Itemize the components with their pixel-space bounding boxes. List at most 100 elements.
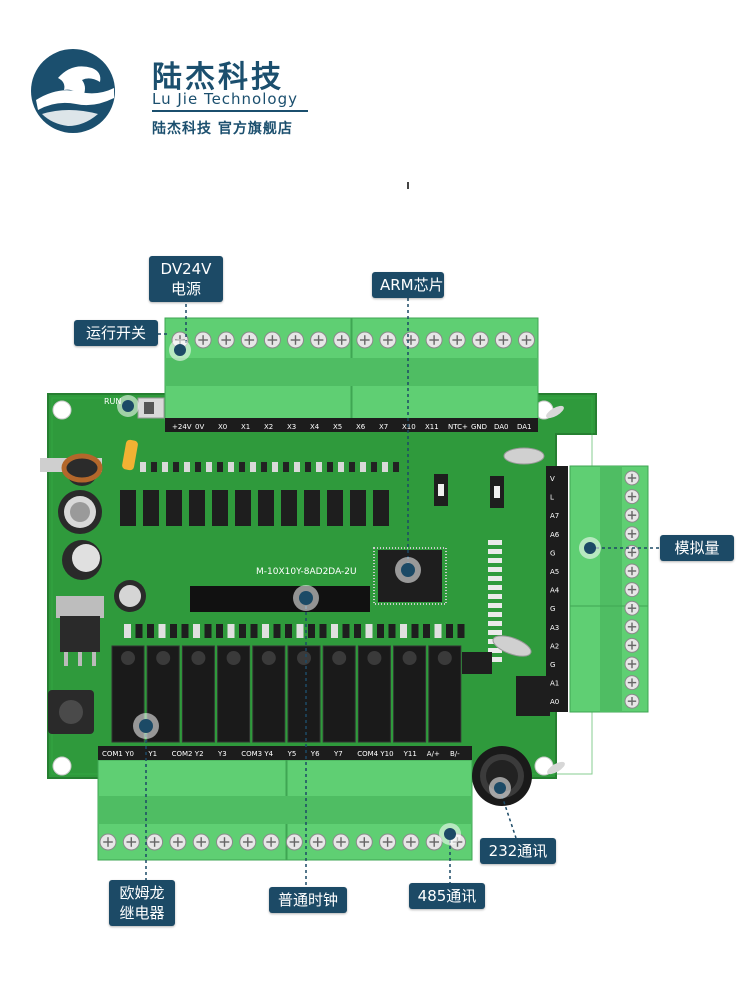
terminal-screw-icon [448,331,466,349]
smd-component [262,624,269,638]
smd-component [382,462,388,472]
terminal-screw-icon [624,619,640,635]
terminal-screw-icon [402,331,420,349]
terminal-label: Y1 [147,750,157,758]
smd-component [272,462,278,472]
optocoupler [120,490,136,526]
capacitor [62,540,102,580]
smd-component [434,624,442,638]
terminal-screw-icon [122,833,140,851]
terminal-label: A4 [550,587,560,595]
optocoupler [166,490,182,526]
smd-component [170,624,177,638]
optocoupler [258,490,274,526]
smd-component [227,624,235,638]
screw-icon [547,761,565,775]
horse-logo-icon [31,49,115,133]
smd-component [488,558,502,563]
callout-dots [117,339,601,845]
tiny-mark [407,182,409,189]
brand-name-en: Lu Jie Technology [152,90,298,108]
terminal-label: Y11 [403,750,417,758]
smd-component [140,462,146,472]
capacitor [114,580,146,612]
terminal-screw-icon [263,331,281,349]
terminal-screw-icon [425,331,443,349]
terminal-label: DA1 [517,423,532,431]
smd-component [488,594,502,599]
terminal-label: Y4 [263,750,273,758]
smd-component [204,624,212,638]
smd-component [331,624,338,638]
smd-component [423,624,430,638]
callout-analog: 模拟量 [660,535,734,561]
relay [252,645,286,743]
smd-component [365,624,373,638]
mount-hole [52,400,72,420]
smd-component [124,624,131,638]
smd-component [360,462,366,472]
smd-component [151,462,157,472]
terminal-screw-icon [99,833,117,851]
optocoupler [327,490,343,526]
clock-module [190,586,370,612]
smd-component [327,462,333,472]
terminal-screw-icon [285,833,303,851]
smd-component [173,462,179,472]
smd-component [488,648,502,653]
terminal-label: A1 [550,680,559,688]
terminal-label: X6 [356,423,366,431]
smd-component [261,462,267,472]
terminal-label: Y6 [310,750,320,758]
terminal-label: Y7 [333,750,343,758]
relay [322,645,356,743]
smd-component [228,462,234,472]
brand-header: 陆杰科技 Lu Jie Technology 陆杰科技 官方旗舰店 [28,40,308,140]
mount-hole [52,756,72,776]
smd-component [147,624,154,638]
terminal-screw-icon [355,833,373,851]
board-model-label: M-10X10Y-8AD2DA-2U [256,567,357,577]
callout-run-switch: 运行开关 [74,320,158,346]
smd-component [195,462,201,472]
terminal-label: X10 [402,423,416,431]
relay-row [111,645,462,743]
terminal-screw-icon [333,331,351,349]
terminal-screw-icon [217,331,235,349]
smd-component [250,462,256,472]
terminal-screw-icon [518,331,535,349]
terminal-screw-icon [471,331,489,349]
smd-component [296,624,304,638]
terminal-label: X4 [310,423,320,431]
smd-component [371,462,377,472]
terminal-screw-icon [624,600,640,616]
terminal-label: X2 [264,423,273,431]
terminal-screw-icon [379,833,397,851]
optocoupler [281,490,297,526]
terminal-screw-icon [425,833,443,851]
optocoupler [373,490,389,526]
smd-component [488,549,502,554]
terminal-label: X0 [218,423,227,431]
smd-component [158,624,166,638]
capacitor [58,490,102,534]
smd-component [338,462,344,472]
brand-name-cn: 陆杰科技 [152,60,284,95]
optocoupler [235,490,251,526]
terminal-screw-icon [192,833,210,851]
terminal-label: A0 [550,698,559,706]
terminal-label: COM3 [241,750,262,758]
smd-component [319,624,327,638]
smd-component [305,462,311,472]
relay [217,645,251,743]
terminal-screw-icon [169,833,187,851]
terminal-screw-icon [494,331,512,349]
callout-rs232: 232通讯 [480,838,556,864]
smd-component [216,624,223,638]
terminal-screw-icon [356,331,374,349]
terminal-screw-icon [240,331,258,349]
